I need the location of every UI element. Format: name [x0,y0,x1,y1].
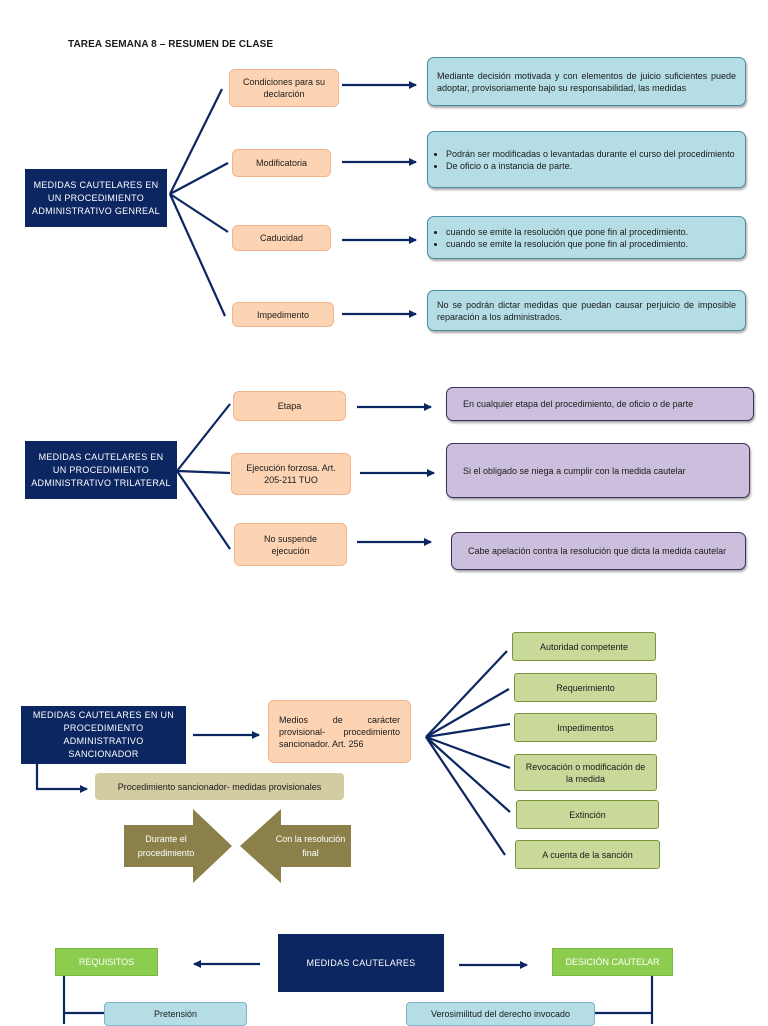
detail-impedimento: No se podrán dictar medidas que puedan c… [427,290,746,331]
right-arrow-icon [124,809,232,883]
item-verosimilitud: Verosimilitud del derecho invocado [406,1002,595,1026]
node-label: REQUISITOS [78,957,135,967]
detail-list: Podrán ser modificadas o levantadas dura… [437,148,736,172]
page-title: TAREA SEMANA 8 – RESUMEN DE CLASE [68,39,274,50]
detail-text: Cabe apelación contra la resolución que … [468,546,727,556]
node-label: Condiciones para su declarción [242,77,326,99]
item-label: Revocación o modificación de la medida [525,761,646,784]
node-no-suspende: No suspende ejecución [234,523,347,566]
root-node-trilateral: MEDIDAS CAUTELARES EN UN PROCEDIMIENTO A… [25,441,177,499]
item-pretension: Pretensión [104,1002,247,1026]
node-label: Caducidad [259,233,304,243]
node-label: Etapa [277,401,302,411]
item-a-cuenta: A cuenta de la sanción [515,840,660,869]
root-node-sancionador: MEDIDAS CAUTELARES EN UN PROCEDIMIENTO A… [21,706,186,764]
node-label: Modificatoria [255,158,308,168]
root-label: MEDIDAS CAUTELARES EN UN PROCEDIMIENTO A… [32,179,160,216]
node-impedimento: Impedimento [232,302,334,327]
node-label: Ejecución forzosa. Art. 205-211 TUO [246,463,336,485]
node-requisitos: REQUISITOS [55,948,158,976]
arrow-label: Durante el procedimiento [137,834,195,858]
root-label: MEDIDAS CAUTELARES EN UN PROCEDIMIENTO A… [31,451,171,488]
detail-text: Mediante decisión motivada y con element… [437,70,736,93]
root-label: MEDIDAS CAUTELARES [306,957,416,968]
detail-ejecucion: Si el obligado se niega a cumplir con la… [446,443,750,498]
item-label: Extinción [569,809,606,820]
detail-text: En cualquier etapa del procedimiento, de… [463,399,694,409]
item-impedimentos: Impedimentos [514,713,657,742]
bullet-item: De oficio o a instancia de parte. [446,160,736,172]
node-procedimiento-sancionador: Procedimiento sancionador- medidas provi… [95,773,344,800]
item-requerimiento: Requerimiento [514,673,657,702]
item-label: Verosimilitud del derecho invocado [430,1009,571,1019]
item-revocacion: Revocación o modificación de la medida [514,754,657,791]
detail-caducidad: cuando se emite la resolución que pone f… [427,216,746,259]
detail-text: Si el obligado se niega a cumplir con la… [463,465,686,476]
bullet-item: cuando se emite la resolución que pone f… [446,238,736,250]
node-medios-provisional: Medios de carácter provisional- procedim… [268,700,411,763]
detail-list: cuando se emite la resolución que pone f… [437,226,736,250]
detail-no-suspende: Cabe apelación contra la resolución que … [451,532,746,570]
node-caducidad: Caducidad [232,225,331,251]
node-etapa: Etapa [233,391,346,421]
bullet-item: cuando se emite la resolución que pone f… [446,226,736,238]
detail-modificatoria: Podrán ser modificadas o levantadas dura… [427,131,746,188]
detail-etapa: En cualquier etapa del procedimiento, de… [446,387,754,421]
item-autoridad-competente: Autoridad competente [512,632,656,661]
item-label: A cuenta de la sanción [542,849,633,860]
item-extincion: Extinción [516,800,659,829]
node-ejecucion-forzosa: Ejecución forzosa. Art. 205-211 TUO [231,453,351,495]
node-label: No suspende ejecución [263,533,318,556]
bullet-item: Podrán ser modificadas o levantadas dura… [446,148,736,160]
item-label: Autoridad competente [539,641,629,652]
node-label: Impedimento [256,309,310,320]
node-modificatoria: Modificatoria [232,149,331,177]
detail-text: No se podrán dictar medidas que puedan c… [437,299,736,322]
node-desicion-cautelar: DESICIÓN CAUTELAR [552,948,673,976]
item-label: Pretensión [153,1009,198,1019]
detail-condiciones: Mediante decisión motivada y con element… [427,57,746,106]
node-label: Procedimiento sancionador- medidas provi… [117,781,322,792]
arrow-shape-resolucion: Con la resolución final [240,809,351,883]
node-label: Medios de carácter provisional- procedim… [279,714,400,749]
root-label: MEDIDAS CAUTELARES EN UN PROCEDIMIENTO A… [32,710,175,759]
root-node-general: MEDIDAS CAUTELARES EN UN PROCEDIMIENTO A… [25,169,167,227]
node-condiciones: Condiciones para su declarción [229,69,339,107]
arrow-shape-durante: Durante el procedimiento [124,809,232,883]
item-label: Requerimiento [556,682,615,693]
left-arrow-icon [240,809,351,883]
root-node-medidas-cautelares: MEDIDAS CAUTELARES [278,934,444,992]
item-label: Impedimentos [557,722,614,733]
node-label: DESICIÓN CAUTELAR [565,957,660,967]
arrow-label: Con la resolución final [275,834,346,858]
